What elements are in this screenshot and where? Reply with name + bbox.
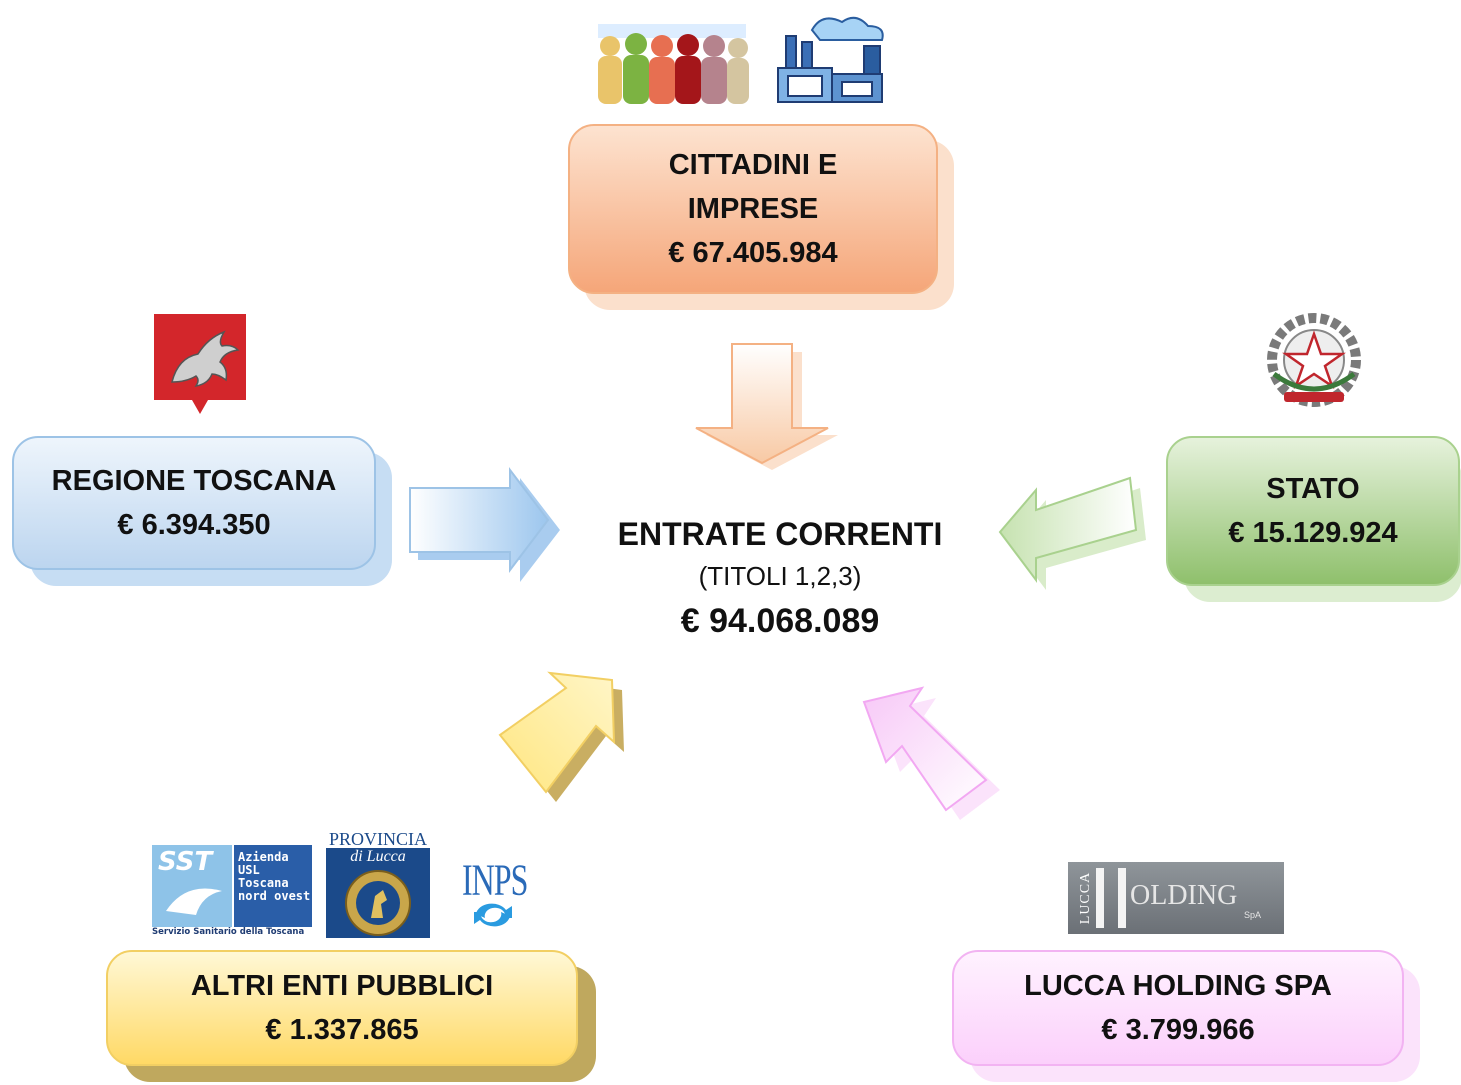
- people-crowd-icon: [598, 24, 749, 104]
- provincia-lucca-logo: PROVINCIA di Lucca: [326, 830, 430, 938]
- holding-h-bar-2: [1118, 868, 1126, 928]
- lucca-amount: € 3.799.966: [1101, 1014, 1255, 1046]
- regione-label: REGIONE TOSCANA: [51, 465, 337, 497]
- cittadini-box: CITTADINI E IMPRESE € 67.405.984: [568, 124, 938, 294]
- regione-amount: € 6.394.350: [117, 509, 271, 541]
- asl-text-block: Azienda USL Toscana nord ovest: [234, 845, 312, 927]
- regione-box: REGIONE TOSCANA € 6.394.350: [12, 436, 376, 570]
- asl-line-4: nord ovest: [238, 889, 311, 903]
- holding-right-text: OLDING: [1130, 880, 1238, 911]
- cittadini-amount: € 67.405.984: [668, 237, 838, 269]
- inps-word: INPS: [462, 854, 528, 905]
- factory-icon: [777, 16, 884, 103]
- provincia-crest-icon: [345, 870, 411, 936]
- holding-h-bar: [1096, 868, 1104, 928]
- asl-line-2: USL: [238, 863, 260, 877]
- holding-left-text: LUCCA: [1078, 871, 1094, 925]
- entrate-correnti-center: ENTRATE CORRENTI (TITOLI 1,2,3) € 94.068…: [580, 516, 980, 641]
- altri-label: ALTRI ENTI PUBBLICI: [190, 970, 494, 1002]
- altri-amount: € 1.337.865: [265, 1014, 419, 1046]
- inps-logo: INPS: [462, 854, 528, 934]
- stato-amount: € 15.129.924: [1228, 517, 1398, 549]
- regione-toscana-pegasus-logo: [154, 314, 246, 414]
- cittadini-line-2: IMPRESE: [687, 193, 819, 225]
- sst-caption: Servizio Sanitario della Toscana: [152, 927, 305, 937]
- di-lucca-word: di Lucca: [350, 848, 406, 865]
- lucca-box: LUCCA HOLDING SPA € 3.799.966: [952, 950, 1404, 1066]
- asl-line-3: Toscana: [238, 876, 289, 890]
- bird-icon: [166, 888, 222, 915]
- repubblica-italiana-emblem: [1267, 313, 1361, 407]
- cittadini-line-1: CITTADINI E: [668, 149, 838, 181]
- sst-letters: SST: [158, 847, 213, 877]
- lucca-holding-logo: LUCCA OLDING SpA: [1068, 862, 1284, 934]
- lucca-label: LUCCA HOLDING SPA: [1024, 970, 1332, 1002]
- sst-asl-logo: SST Azienda USL Toscana nord ovest Servi…: [152, 845, 312, 939]
- center-subtitle: (TITOLI 1,2,3): [698, 561, 862, 591]
- inps-arrows-icon: [474, 903, 512, 927]
- holding-spa-text: SpA: [1244, 910, 1262, 920]
- sst-emblem: SST: [152, 845, 232, 927]
- provincia-word: PROVINCIA: [326, 830, 430, 848]
- asl-line-1: Azienda: [238, 850, 289, 864]
- stato-label: STATO: [1266, 473, 1360, 505]
- stato-box: STATO € 15.129.924: [1166, 436, 1460, 586]
- center-title: ENTRATE CORRENTI: [617, 516, 943, 552]
- center-amount: € 94.068.089: [680, 602, 880, 640]
- altri-box: ALTRI ENTI PUBBLICI € 1.337.865: [106, 950, 578, 1066]
